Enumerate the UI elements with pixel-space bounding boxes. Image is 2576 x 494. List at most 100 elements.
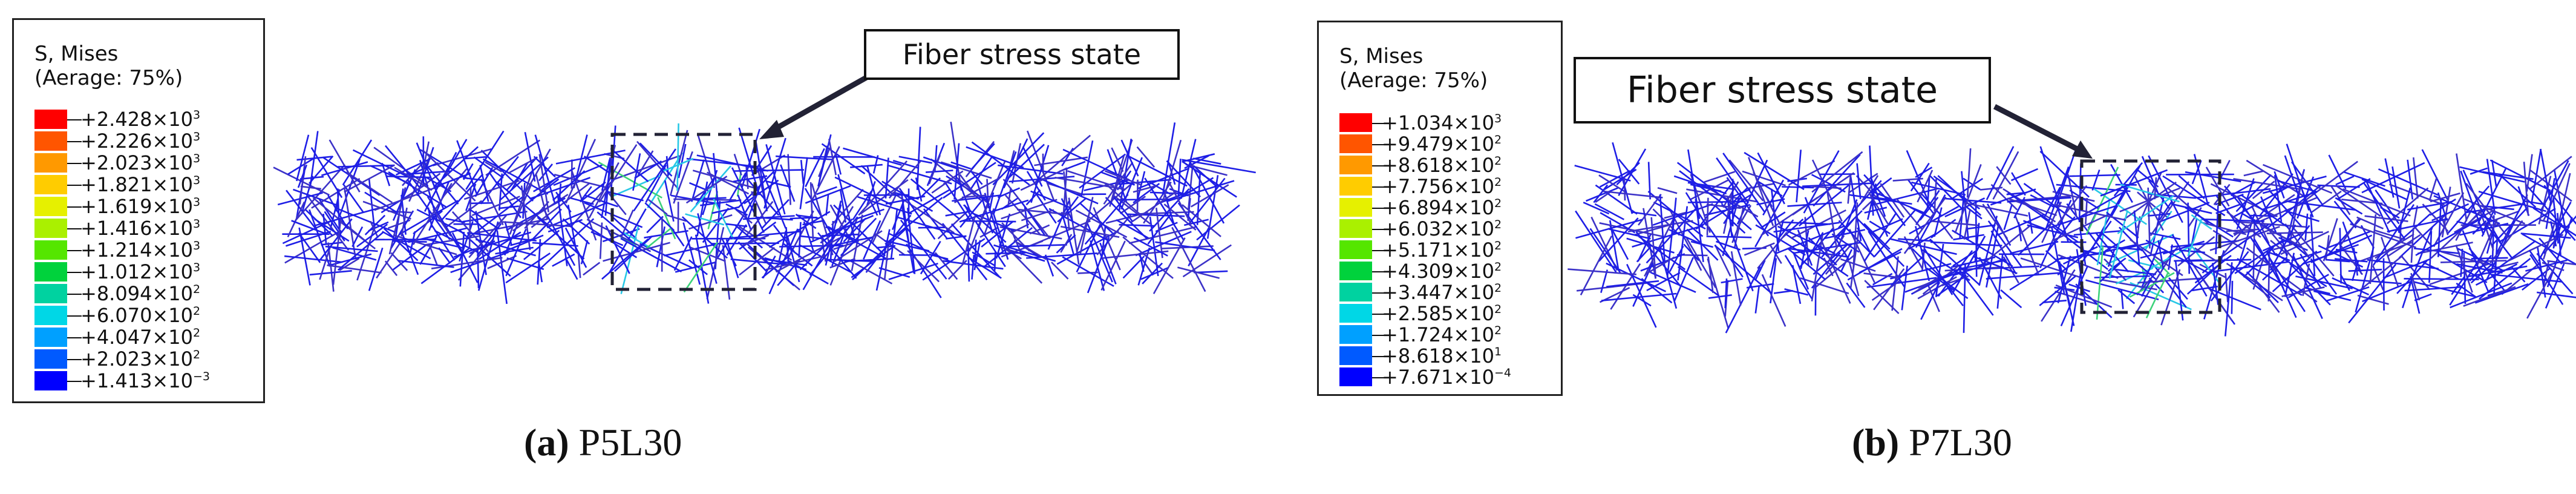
fiber-segment bbox=[647, 152, 684, 209]
fiber-segment bbox=[923, 156, 958, 170]
fiber-segment bbox=[2027, 224, 2079, 239]
fiber-segment bbox=[2088, 244, 2136, 256]
fiber-segment bbox=[325, 245, 378, 252]
fiber-segment bbox=[892, 199, 905, 230]
fiber-segment bbox=[431, 224, 456, 261]
fiber-segment bbox=[374, 183, 444, 211]
fiber-segment bbox=[1061, 198, 1073, 222]
fiber-segment bbox=[1033, 190, 1057, 224]
panel-b: S, Mises (Aerage: 75%) +1.034×103+9.479×… bbox=[1288, 0, 2576, 494]
fiber-segment bbox=[634, 160, 662, 179]
fiber-segment bbox=[597, 211, 635, 244]
fiber-segment bbox=[2348, 263, 2397, 324]
legend-value-label: +6.070×102 bbox=[80, 305, 200, 328]
legend-swatch bbox=[1339, 134, 1372, 153]
fiber-segment bbox=[2413, 225, 2433, 248]
fiber-segment bbox=[2233, 178, 2300, 190]
fiber-segment bbox=[506, 156, 538, 191]
fiber-segment bbox=[2078, 163, 2082, 223]
fiber-segment bbox=[2007, 197, 2057, 216]
fiber-segment bbox=[1823, 257, 1834, 277]
fiber-segment bbox=[1100, 250, 1169, 259]
fiber-segment bbox=[2526, 154, 2533, 192]
fiber-segment bbox=[392, 244, 427, 271]
fiber-segment bbox=[299, 156, 307, 205]
fiber-segment bbox=[1986, 272, 2060, 280]
legend-subtitle: (Aerage: 75%) bbox=[1339, 68, 1488, 93]
fiber-segment bbox=[1669, 245, 1684, 272]
fiber-segment bbox=[2141, 279, 2152, 297]
fiber-segment bbox=[2460, 170, 2485, 235]
fiber-segment bbox=[1857, 218, 1905, 267]
legend-tick bbox=[67, 294, 82, 295]
legend-tick bbox=[1372, 313, 1387, 315]
fiber-segment bbox=[2137, 277, 2202, 284]
fiber-segment bbox=[1079, 197, 1094, 254]
fiber-segment bbox=[1813, 154, 1861, 207]
fiber-segment bbox=[499, 156, 549, 202]
fiber-segment bbox=[1062, 148, 1130, 181]
fiber-segment bbox=[1080, 203, 1113, 234]
fiber-segment bbox=[2463, 252, 2466, 305]
fiber-segment bbox=[364, 214, 386, 235]
fiber-segment bbox=[2039, 150, 2090, 198]
fiber-segment bbox=[2100, 169, 2168, 197]
fiber-segment bbox=[1778, 219, 1794, 239]
fiber-segment bbox=[907, 208, 916, 274]
fiber-segment bbox=[1650, 271, 1696, 293]
fiber-segment bbox=[2428, 177, 2438, 202]
fiber-segment bbox=[1978, 216, 1998, 286]
fiber-segment bbox=[2335, 197, 2363, 215]
fiber-segment bbox=[2520, 232, 2571, 239]
legend-value-mantissa: +1.413×10 bbox=[80, 369, 193, 392]
fiber-segment bbox=[2104, 239, 2126, 252]
fiber-segment bbox=[282, 220, 333, 245]
fiber-segment bbox=[1917, 170, 1934, 203]
fiber-segment bbox=[1996, 254, 2004, 309]
fiber-segment bbox=[2391, 166, 2401, 209]
fiber-segment bbox=[858, 160, 908, 216]
fiber-segment bbox=[2430, 198, 2456, 216]
fiber-segment bbox=[2085, 279, 2159, 301]
fiber-segment bbox=[2382, 258, 2430, 279]
legend-value-exponent: 3 bbox=[192, 261, 201, 274]
fiber-segment bbox=[284, 255, 343, 263]
fiber-segment bbox=[1911, 248, 1949, 285]
fiber-segment bbox=[1867, 183, 1877, 220]
fiber-segment bbox=[310, 147, 343, 199]
fiber-segment bbox=[945, 210, 972, 217]
fiber-segment bbox=[2269, 257, 2306, 312]
fiber-segment bbox=[318, 198, 342, 233]
fiber-segment bbox=[1787, 202, 1842, 207]
fiber-segment bbox=[538, 163, 554, 182]
fiber-segment bbox=[1857, 227, 1871, 253]
fiber-segment bbox=[632, 153, 641, 191]
fiber-segment bbox=[297, 164, 308, 188]
fiber-segment bbox=[1602, 190, 1663, 199]
legend-value-label: +2.585×102 bbox=[1382, 303, 1502, 326]
legend-swatch bbox=[1339, 304, 1372, 323]
fiber-segment bbox=[2154, 177, 2157, 200]
fiber-segment bbox=[1963, 263, 1966, 333]
fiber-segment bbox=[981, 220, 1014, 248]
fiber-segment bbox=[469, 214, 491, 236]
legend-value-label: +1.619×103 bbox=[80, 196, 200, 219]
fiber-segment bbox=[673, 198, 736, 201]
fiber-segment bbox=[2387, 234, 2421, 257]
fiber-segment bbox=[776, 155, 832, 160]
fiber-segment bbox=[1952, 235, 1986, 292]
fiber-segment bbox=[2471, 257, 2508, 260]
fiber-segment bbox=[332, 219, 342, 285]
fiber-segment bbox=[2272, 250, 2318, 292]
fiber-segment bbox=[787, 154, 791, 205]
fiber-segment bbox=[2069, 174, 2120, 177]
fiber-segment bbox=[1903, 196, 1947, 254]
fiber-segment bbox=[2199, 221, 2247, 235]
fiber-segment bbox=[1646, 207, 1697, 264]
fiber-segment bbox=[468, 208, 500, 230]
fiber-segment bbox=[798, 222, 802, 258]
legend-value-mantissa: +6.894×10 bbox=[1382, 196, 1494, 219]
fiber-segment bbox=[2367, 259, 2439, 270]
fiber-segment bbox=[1996, 166, 2012, 185]
fiber-segment bbox=[548, 219, 583, 233]
